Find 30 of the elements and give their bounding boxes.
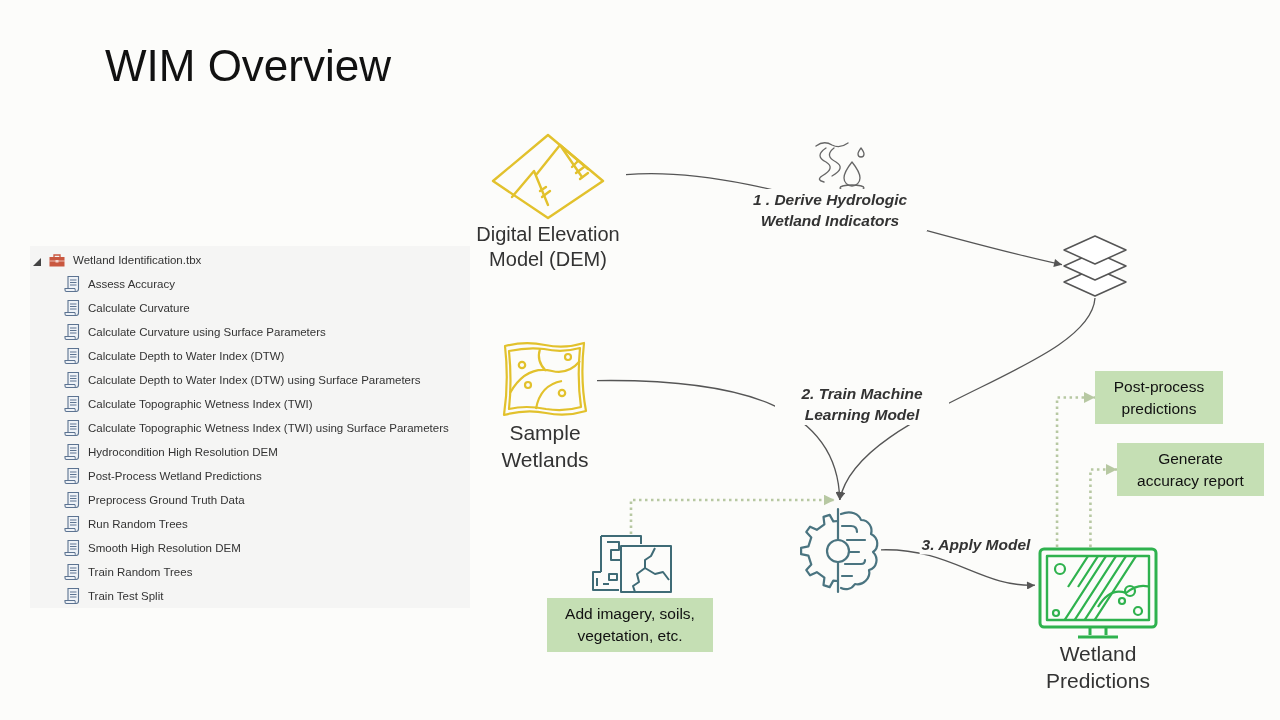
tool-name: Calculate Curvature [88, 301, 190, 315]
tool-name: Smooth High Resolution DEM [88, 541, 241, 555]
toolbox-panel [30, 246, 470, 608]
map-sheets-icon [589, 534, 673, 594]
process-box: Add imagery, soils, vegetation, etc. [547, 598, 713, 652]
tool-name: Train Test Split [88, 589, 164, 603]
tool-name: Run Random Trees [88, 517, 188, 531]
node-caption: Sample Wetlands [500, 420, 590, 473]
tool-name: Assess Accuracy [88, 277, 175, 291]
tool-name: Train Random Trees [88, 565, 193, 579]
tool-name: Calculate Depth to Water Index (DTW) [88, 349, 285, 363]
layers-icon [1062, 234, 1128, 298]
arrow [880, 549, 1036, 590]
node-caption: Digital Elevation Model (DEM) [475, 222, 621, 272]
tool-name: Calculate Curvature using Surface Parameters [88, 325, 326, 339]
tool-name: Hydrocondition High Resolution DEM [88, 445, 278, 459]
arrow [596, 379, 843, 501]
dotted-arrow [1055, 392, 1095, 547]
slide-title: WIM Overview [105, 40, 391, 92]
tool-name: Post-Process Wetland Predictions [88, 469, 262, 483]
dotted-arrow [1089, 464, 1117, 547]
dotted-arrow [629, 494, 835, 534]
toolbox-name: Wetland Identification.tbx [73, 253, 202, 267]
tool-name: Preprocess Ground Truth Data [88, 493, 245, 507]
process-box: Generate accuracy report [1117, 443, 1264, 496]
tool-name: Calculate Topographic Wetness Index (TWI) [88, 397, 313, 411]
tool-name: Calculate Depth to Water Index (DTW) using Surface Parameters [88, 373, 421, 387]
process-box: Post-process predictions [1095, 371, 1223, 424]
node-caption: Wetland Predictions [1045, 641, 1151, 694]
tool-name: Calculate Topographic Wetness Index (TWI) using Surface Parameters [88, 421, 449, 435]
